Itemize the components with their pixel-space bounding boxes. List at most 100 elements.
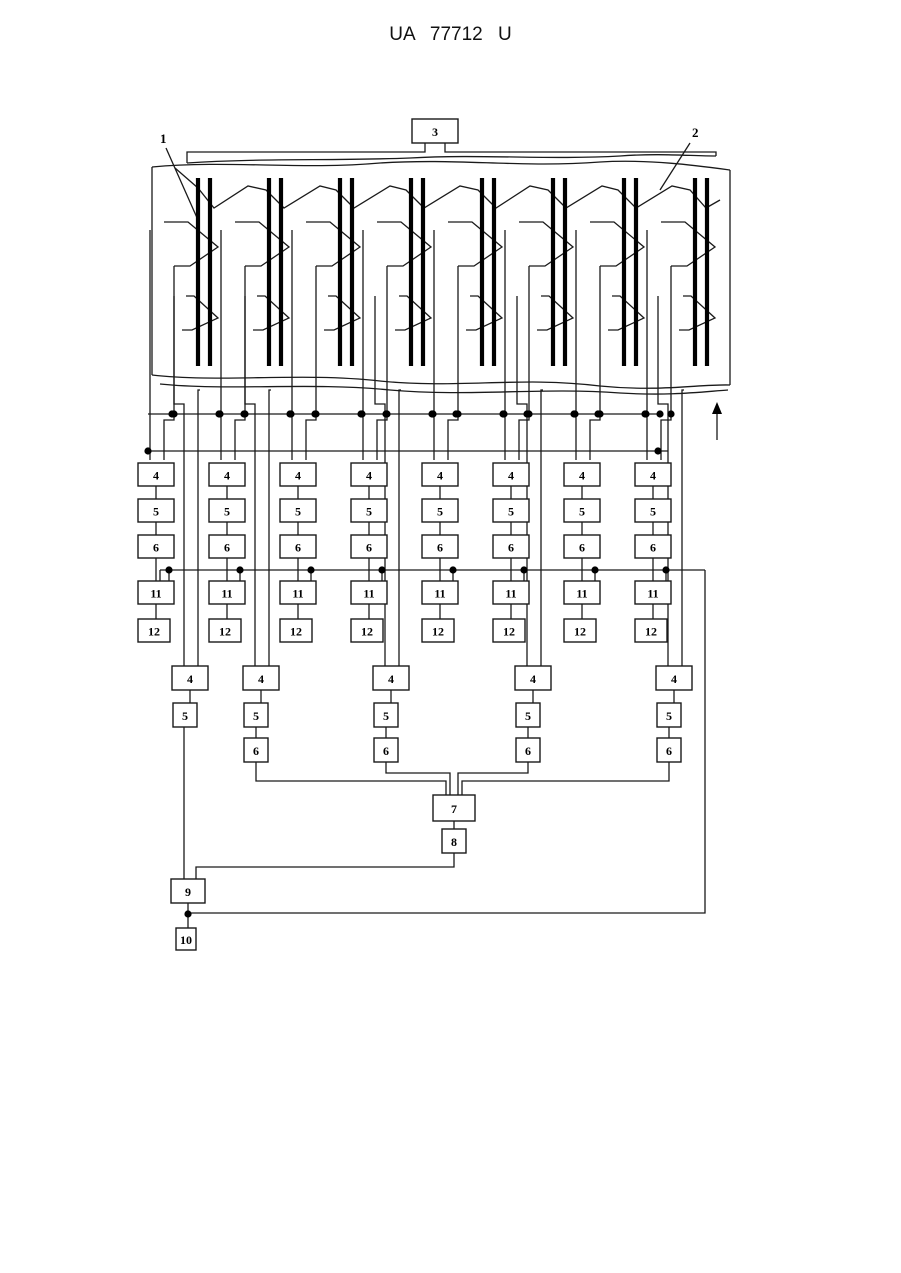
junction-dot [523, 410, 530, 417]
flow-arrow-head [712, 402, 722, 414]
block-5-label: 5 [224, 505, 230, 519]
block-6-label: 6 [650, 541, 656, 555]
block-5-label: 5 [508, 505, 514, 519]
block-12-label: 12 [503, 625, 515, 639]
block-12-label: 12 [645, 625, 657, 639]
group-lead-up-2 [541, 390, 543, 666]
lead-to-4b [661, 414, 671, 460]
group-block-6-label: 6 [525, 744, 531, 758]
group-lead-up-2 [198, 390, 200, 666]
group-block-6-label: 6 [383, 744, 389, 758]
block-6-label: 6 [153, 541, 159, 555]
block-12-label: 12 [148, 625, 160, 639]
block-5-label: 5 [366, 505, 372, 519]
junction-dot [428, 410, 435, 417]
group-lead-up-2 [682, 390, 684, 666]
lead-to-4b [590, 414, 600, 460]
block-11-label: 11 [434, 587, 445, 601]
group-lead-up [245, 296, 255, 666]
block-11-label: 11 [221, 587, 232, 601]
group-block-6-label: 6 [666, 744, 672, 758]
junction-dot [594, 410, 601, 417]
lead-to-4b [306, 414, 316, 460]
junction-dot [449, 566, 456, 573]
electrolyte-surface [175, 168, 720, 208]
group-block-6-label: 6 [253, 744, 259, 758]
block-11-label: 11 [647, 587, 658, 601]
block-5-label: 5 [295, 505, 301, 519]
block-7-label: 7 [451, 802, 457, 816]
group-lead-up-2 [399, 390, 401, 666]
g6-to-7-d [462, 762, 669, 795]
block-4-label: 4 [366, 469, 372, 483]
block-11-label: 11 [292, 587, 303, 601]
block-5-label: 5 [437, 505, 443, 519]
junction-dot [240, 410, 247, 417]
junction-dot [499, 410, 506, 417]
junction-dot [307, 566, 314, 573]
junction-dot [168, 410, 175, 417]
block-6-label: 6 [295, 541, 301, 555]
block-6-label: 6 [508, 541, 514, 555]
group-lead-up [174, 296, 184, 666]
block-11-label: 11 [363, 587, 374, 601]
block-5-label: 5 [579, 505, 585, 519]
g6-to-7-b [386, 762, 450, 795]
junction-dot [382, 410, 389, 417]
block-6-label: 6 [579, 541, 585, 555]
block-8-label: 8 [451, 835, 457, 849]
junction-dot [641, 410, 648, 417]
junction-dot [378, 566, 385, 573]
block-4-label: 4 [437, 469, 443, 483]
bath-top-edge [152, 161, 730, 170]
unit-3-label: 3 [432, 125, 438, 139]
junction-dot [215, 410, 222, 417]
junction-dot [591, 566, 598, 573]
block-10-label: 10 [180, 933, 192, 947]
g6-to-7-a [256, 762, 446, 795]
block-5-label: 5 [650, 505, 656, 519]
block-4-label: 4 [295, 469, 301, 483]
block-4-label: 4 [650, 469, 656, 483]
group-block-4-label: 4 [530, 672, 536, 686]
junction-dot [662, 566, 669, 573]
block-12-label: 12 [290, 625, 302, 639]
block-4-label: 4 [579, 469, 585, 483]
group-block-4-label: 4 [388, 672, 394, 686]
wire-8-9 [196, 853, 454, 879]
junction-dot [165, 566, 172, 573]
block-11-label: 11 [576, 587, 587, 601]
g6-to-7-c [458, 762, 528, 795]
block-6-label: 6 [366, 541, 372, 555]
block-4-label: 4 [224, 469, 230, 483]
block-5-label: 5 [153, 505, 159, 519]
junction-dot [357, 410, 364, 417]
junction-dot [452, 410, 459, 417]
junction-dot [656, 410, 663, 417]
junction-dot [667, 410, 674, 417]
group-lead-up-2 [269, 390, 271, 666]
ref-numeral-1: 1 [160, 131, 167, 146]
block-6-label: 6 [224, 541, 230, 555]
junction-dot [520, 566, 527, 573]
lead-to-4b [448, 414, 458, 460]
block-11-label: 11 [505, 587, 516, 601]
block-4-label: 4 [508, 469, 514, 483]
junction-dot [184, 910, 191, 917]
block-9-label: 9 [185, 885, 191, 899]
block-12-label: 12 [574, 625, 586, 639]
block-12-label: 12 [219, 625, 231, 639]
block-12-label: 12 [361, 625, 373, 639]
block-4-label: 4 [153, 469, 159, 483]
junction-dot [570, 410, 577, 417]
group-block-5-label: 5 [253, 709, 259, 723]
block-11-label: 11 [150, 587, 161, 601]
ref-numeral-2: 2 [692, 125, 699, 140]
group-block-5-label: 5 [182, 709, 188, 723]
lead-to-4b [164, 414, 174, 460]
junction-dot [654, 447, 661, 454]
group-block-4-label: 4 [258, 672, 264, 686]
group-block-5-label: 5 [666, 709, 672, 723]
group-block-4-label: 4 [671, 672, 677, 686]
